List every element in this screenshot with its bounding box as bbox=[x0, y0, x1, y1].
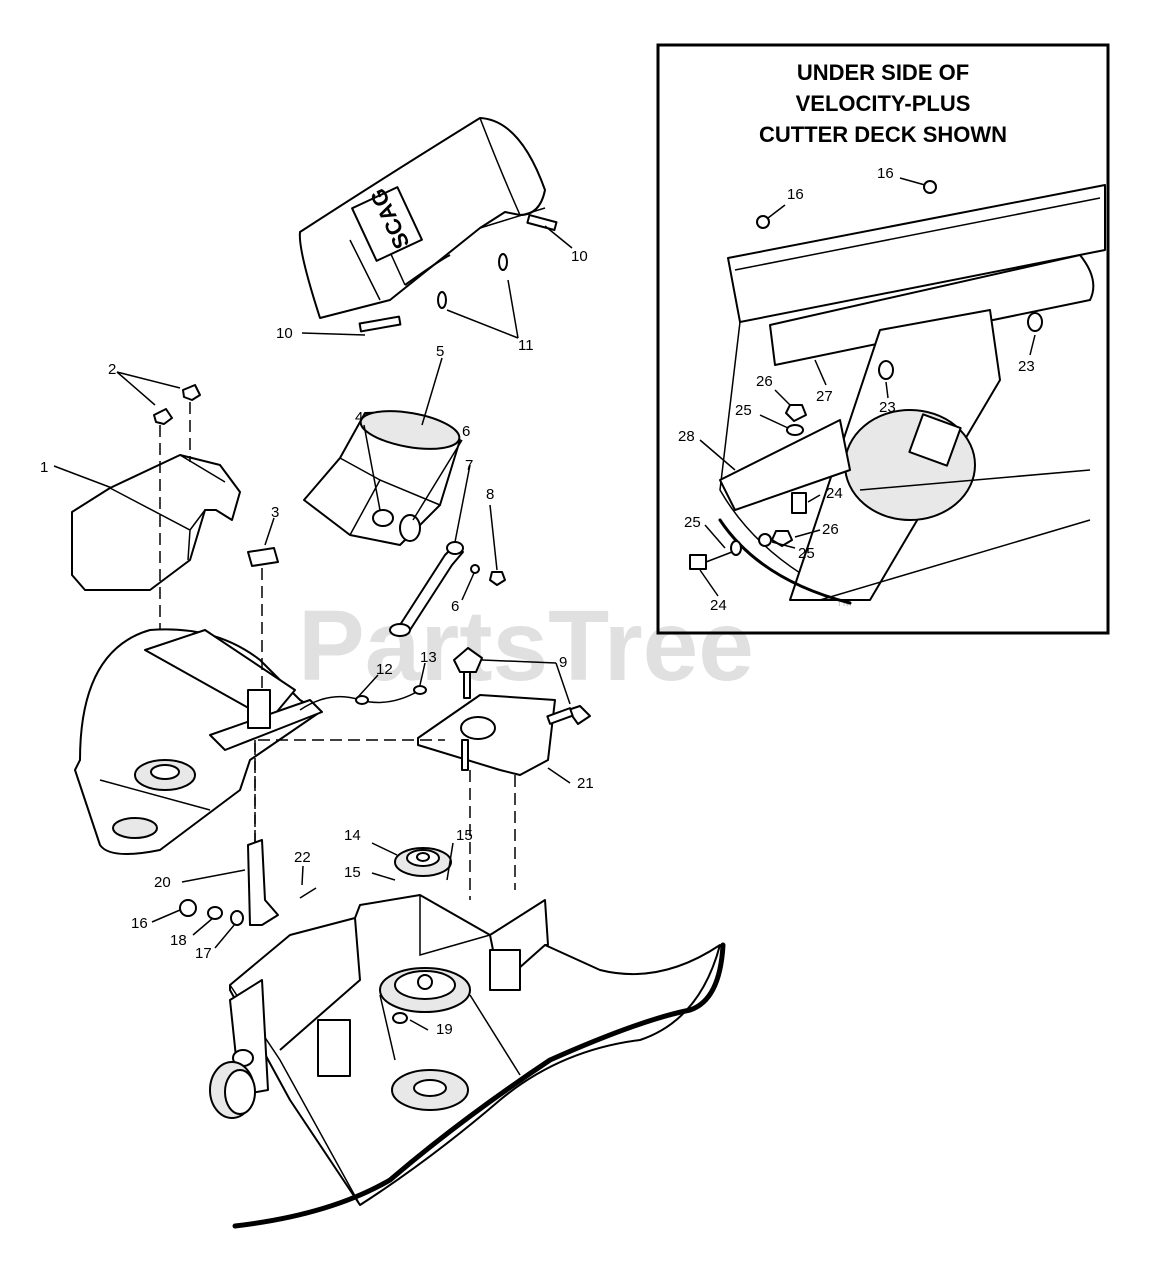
callout-9: 9 bbox=[559, 654, 567, 671]
callout-23: 23 bbox=[1018, 358, 1035, 375]
inset-title-line-1: UNDER SIDE OF bbox=[797, 60, 969, 85]
callout-14: 14 bbox=[344, 827, 361, 844]
inset-title-line-2: VELOCITY-PLUS bbox=[796, 91, 971, 116]
deflector-cover bbox=[71, 384, 241, 591]
baffle-leaders bbox=[363, 357, 463, 521]
main-callout-numbers: 1 2 3 4 5 6 7 8 6 9 10 10 11 12 13 14 15… bbox=[40, 248, 594, 1038]
cutter-deck bbox=[209, 894, 721, 1206]
section-cut-line bbox=[232, 942, 726, 1229]
callout-19: 19 bbox=[436, 1021, 453, 1038]
callout-3: 3 bbox=[271, 504, 279, 521]
callout-26: 26 bbox=[822, 521, 839, 538]
inset-callout-leaders bbox=[699, 177, 1036, 597]
callout-25: 25 bbox=[798, 545, 815, 562]
left-deck-assembly bbox=[74, 628, 323, 855]
callout-24: 24 bbox=[710, 597, 727, 614]
mounting-plate bbox=[417, 647, 591, 784]
callout-25: 25 bbox=[735, 402, 752, 419]
watermark-text: PartsTree bbox=[298, 590, 754, 702]
callout-15: 15 bbox=[456, 827, 473, 844]
pulley bbox=[371, 842, 454, 881]
callout-23: 23 bbox=[879, 399, 896, 416]
callout-28: 28 bbox=[678, 428, 695, 445]
callout-16: 16 bbox=[877, 165, 894, 182]
callout-10: 10 bbox=[276, 325, 293, 342]
callout-2: 2 bbox=[108, 361, 116, 378]
callout-22: 22 bbox=[294, 849, 311, 866]
callout-6: 6 bbox=[462, 423, 470, 440]
callout-17: 17 bbox=[195, 945, 212, 962]
baffle bbox=[303, 410, 461, 546]
callout-18: 18 bbox=[170, 932, 187, 949]
callout-24: 24 bbox=[826, 485, 843, 502]
callout-12: 12 bbox=[376, 661, 393, 678]
inset-callout-numbers: 16 16 23 23 27 26 25 28 24 26 25 25 24 bbox=[678, 165, 1035, 614]
callout-20: 20 bbox=[154, 874, 171, 891]
inset-title-line-3: CUTTER DECK SHOWN bbox=[759, 122, 1007, 147]
callout-8: 8 bbox=[486, 486, 494, 503]
inset-panel: UNDER SIDE OF VELOCITY-PLUS CUTTER DECK … bbox=[656, 43, 1110, 635]
inset-deck-underside bbox=[718, 184, 1106, 605]
callout-5: 5 bbox=[436, 343, 444, 360]
callout-10: 10 bbox=[571, 248, 588, 265]
callout-6: 6 bbox=[451, 598, 459, 615]
inset-hardware bbox=[689, 180, 1043, 570]
callout-21: 21 bbox=[577, 775, 594, 792]
leader-3 bbox=[264, 517, 275, 546]
callout-13: 13 bbox=[420, 649, 437, 666]
bracket-hardware bbox=[151, 839, 429, 1031]
callout-15: 15 bbox=[344, 864, 361, 881]
part-3-plate bbox=[247, 547, 279, 690]
callout-7: 7 bbox=[465, 457, 473, 474]
callout-16: 16 bbox=[131, 915, 148, 932]
chute-leaders bbox=[301, 225, 573, 339]
callout-16: 16 bbox=[787, 186, 804, 203]
callout-27: 27 bbox=[816, 388, 833, 405]
link-rod bbox=[389, 464, 506, 637]
cable bbox=[299, 662, 427, 711]
callout-11: 11 bbox=[518, 337, 534, 354]
callout-4: 4 bbox=[355, 409, 363, 426]
discharge-chute: SCAG bbox=[298, 117, 558, 333]
callout-1: 1 bbox=[40, 459, 48, 476]
callout-26: 26 bbox=[756, 373, 773, 390]
callout-25: 25 bbox=[684, 514, 701, 531]
